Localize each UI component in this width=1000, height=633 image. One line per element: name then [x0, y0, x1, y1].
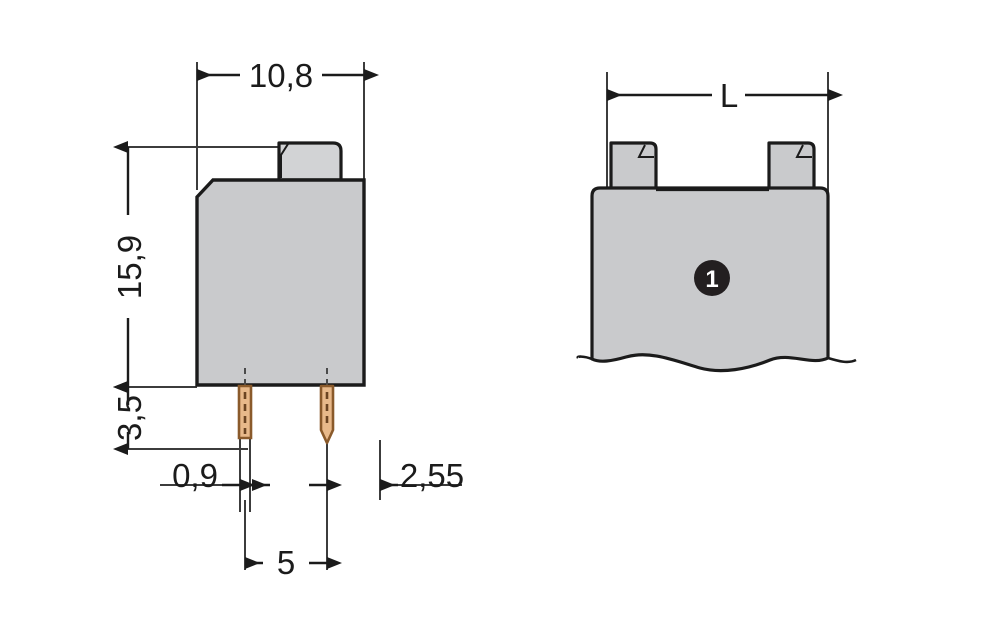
front-view-break-stubs — [576, 355, 857, 364]
dimension-label-height-pin: 3,5 — [111, 395, 148, 441]
break-stub-right — [827, 356, 857, 364]
front-view-tab-right-notch — [795, 144, 812, 158]
front-view-tab-right — [767, 141, 816, 192]
dimension-height-body: 15,9 — [111, 141, 148, 393]
dimension-pin-pitch: 5 — [245, 544, 342, 581]
dimension-label-pin-width: 0,9 — [172, 457, 218, 494]
callout-label: 1 — [705, 266, 718, 293]
side-view-top-tab — [277, 141, 343, 182]
break-stub-left — [576, 355, 593, 361]
dimension-width-top: 10,8 — [197, 57, 379, 94]
dimension-pin-width: 0,9 — [172, 457, 255, 494]
front-view-tab-left-notch — [637, 144, 654, 158]
callout-circle — [694, 260, 730, 296]
dimension-label-length: L — [720, 77, 738, 114]
dimension-label-edge-offset: 2,55 — [400, 457, 464, 494]
side-view: 10,8 15,9 3,5 0,9 2,55 — [111, 57, 464, 581]
side-view-pin-centerlines — [244, 368, 328, 386]
side-view-body — [195, 178, 366, 387]
pin-2-body — [319, 384, 335, 445]
pin-1-body — [237, 384, 253, 440]
callout-marker-1[interactable]: 1 — [694, 260, 730, 296]
front-view-tab-left — [609, 141, 658, 192]
dimension-label-pin-pitch: 5 — [277, 544, 295, 581]
front-view: L 1 — [576, 72, 857, 373]
dimension-length: L — [607, 77, 843, 114]
dimension-height-pin: 3,5 — [111, 381, 148, 455]
side-view-pin-1 — [237, 384, 253, 440]
side-view-extension-lines — [121, 62, 462, 570]
side-view-tab-notch — [280, 143, 289, 178]
dimension-label-height-body: 15,9 — [111, 235, 148, 299]
side-view-pin-2 — [319, 384, 335, 445]
dimension-edge-offset: 2,55 — [380, 457, 464, 494]
dimension-label-width-top: 10,8 — [249, 57, 313, 94]
